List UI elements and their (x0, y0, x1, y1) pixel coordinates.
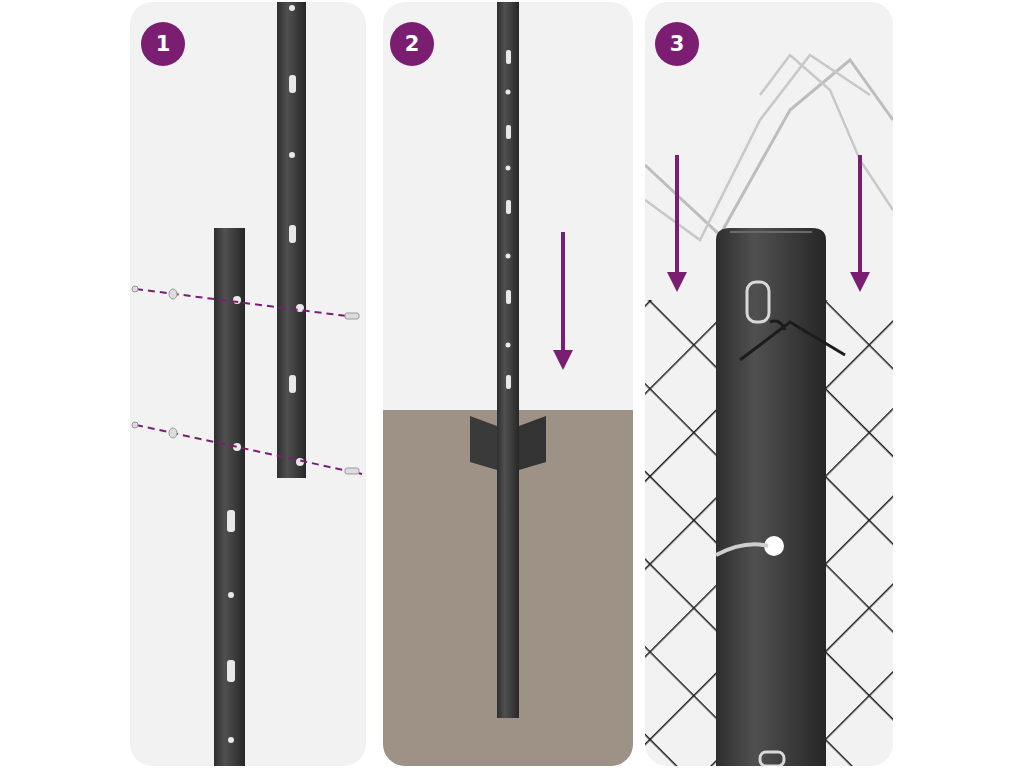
down-arrow (858, 155, 862, 282)
step-badge: 2 (390, 22, 434, 66)
post-slots (506, 50, 512, 389)
down-arrow (675, 155, 679, 282)
nuts-and-bolts (132, 286, 359, 474)
callout-number: 2 (405, 34, 420, 55)
step-badge: 3 (655, 22, 699, 66)
post-hook (760, 752, 784, 766)
anchor-plate (470, 416, 497, 470)
tie-wire (716, 544, 768, 555)
post-in-ground (383, 2, 633, 766)
post (716, 228, 826, 766)
dashed-guide (136, 425, 362, 474)
fence-mesh-detail (645, 55, 893, 766)
post-joint (132, 2, 362, 766)
post-slots (227, 5, 304, 743)
panel (130, 2, 366, 766)
upper-post (277, 2, 306, 478)
mesh-wire (770, 321, 785, 330)
post (497, 2, 519, 718)
anchor-plate (519, 416, 546, 470)
post-hook (747, 282, 769, 322)
faded-mesh (760, 55, 893, 210)
down-arrow (561, 232, 565, 360)
dashed-guide (136, 289, 362, 318)
mesh-wire (740, 322, 845, 360)
callout-number: 3 (670, 34, 685, 55)
callout-number: 1 (156, 34, 171, 55)
step-badge: 1 (141, 22, 185, 66)
post-edge (730, 231, 812, 233)
lower-post (214, 228, 245, 766)
